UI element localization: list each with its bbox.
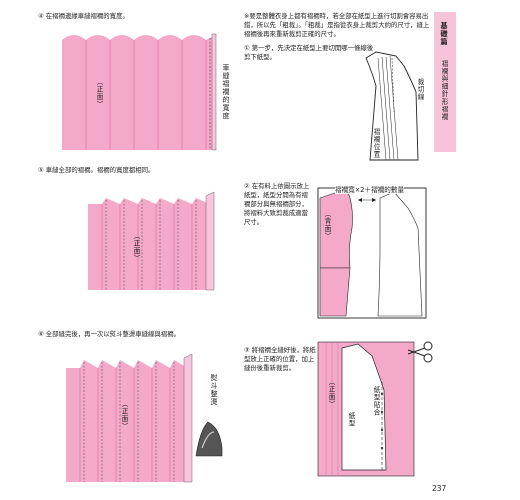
step-1: ① 第一步，先決定在紙型上要切開哪一條線後剪下紙型。 bbox=[244, 44, 374, 62]
fig1-cut-line: 裁切線 bbox=[416, 78, 424, 101]
fig6-front-label: （正面） bbox=[120, 400, 128, 431]
intro-note: ※要是整體衣身上都有褶襉時，若全部在紙型上進行切割會容易出錯，所以先「粗裁」。「… bbox=[244, 12, 430, 38]
step-4: ④ 在褶襉邊緣車縫褶襉的寬度。 bbox=[38, 12, 129, 21]
side-tab-title: 基礎篇 bbox=[440, 22, 448, 46]
step-2: ② 在有料上依圖示放上紙型，紙型分開為有褶襉部分與無褶襉部分，將褶料大致剪裁成適… bbox=[244, 182, 314, 227]
figure-3 bbox=[317, 341, 415, 477]
step-5: ⑤ 車縫全部的褶襉。褶襉的寬度都相同。 bbox=[38, 166, 154, 175]
iron-icon bbox=[195, 421, 223, 457]
figure-5 bbox=[88, 191, 215, 291]
side-tab-subtitle: 褶襉與細針形褶襉 bbox=[440, 60, 448, 121]
step-3-number: ③ bbox=[244, 346, 250, 354]
figure-1 bbox=[365, 51, 419, 161]
step-3-text: 將褶襉全縫好後，將紙型放上正確的位置，加上縫份後重新裁剪。 bbox=[244, 346, 316, 372]
page-number: 237 bbox=[432, 484, 447, 493]
step-2-number: ② bbox=[244, 182, 250, 190]
step-2-text: 在有料上依圖示放上紙型，紙型分開為有褶襉部分與無褶襉部分，將褶料大致剪裁成適當尺… bbox=[244, 182, 310, 226]
step-4-text: 在褶襉邊緣車縫褶襉的寬度。 bbox=[45, 12, 129, 20]
step-1-number: ① bbox=[244, 44, 250, 52]
figure-4 bbox=[62, 33, 217, 151]
fig3-front-label: （正面） bbox=[327, 378, 335, 409]
fig2-formula: 褶襉寬×2＋褶襉的數量 bbox=[335, 184, 405, 194]
scissors-icon bbox=[407, 341, 433, 363]
fig6-callout: 熨斗整燙 bbox=[210, 374, 218, 406]
step-3: ③ 將褶襉全縫好後，將紙型放上正確的位置，加上縫份後重新裁剪。 bbox=[244, 346, 320, 373]
step-5-number: ⑤ bbox=[38, 166, 44, 174]
fig1-pleat-position: 褶襉位置 bbox=[372, 128, 380, 159]
step-5-text: 車縫全部的褶襉。褶襉的寬度都相同。 bbox=[45, 166, 155, 174]
fig3-pattern: 紙型 bbox=[347, 412, 355, 428]
side-tab: 基礎篇 bbox=[434, 12, 456, 152]
step-6-text: 全部縫完後，再一次以熨斗整燙車縫線與褶襉。 bbox=[45, 330, 180, 338]
step-6-number: ⑥ bbox=[38, 330, 44, 338]
figure-6 bbox=[66, 353, 193, 483]
step-6: ⑥ 全部縫完後，再一次以熨斗整燙車縫線與褶襉。 bbox=[38, 330, 180, 339]
fig5-front-label: （正面） bbox=[132, 232, 140, 263]
fig4-callout: 車縫褶襉的寬度 bbox=[222, 64, 230, 120]
figure-2 bbox=[317, 187, 427, 319]
step-1-text: 第一步，先決定在紙型上要切開哪一條線後剪下紙型。 bbox=[244, 44, 374, 61]
fig3-pattern-fit: 紙型貼合 bbox=[372, 386, 380, 417]
step-4-number: ④ bbox=[38, 12, 44, 20]
fig4-front-label: （正面） bbox=[95, 78, 103, 109]
fig2-back-label: （背面） bbox=[323, 210, 331, 241]
